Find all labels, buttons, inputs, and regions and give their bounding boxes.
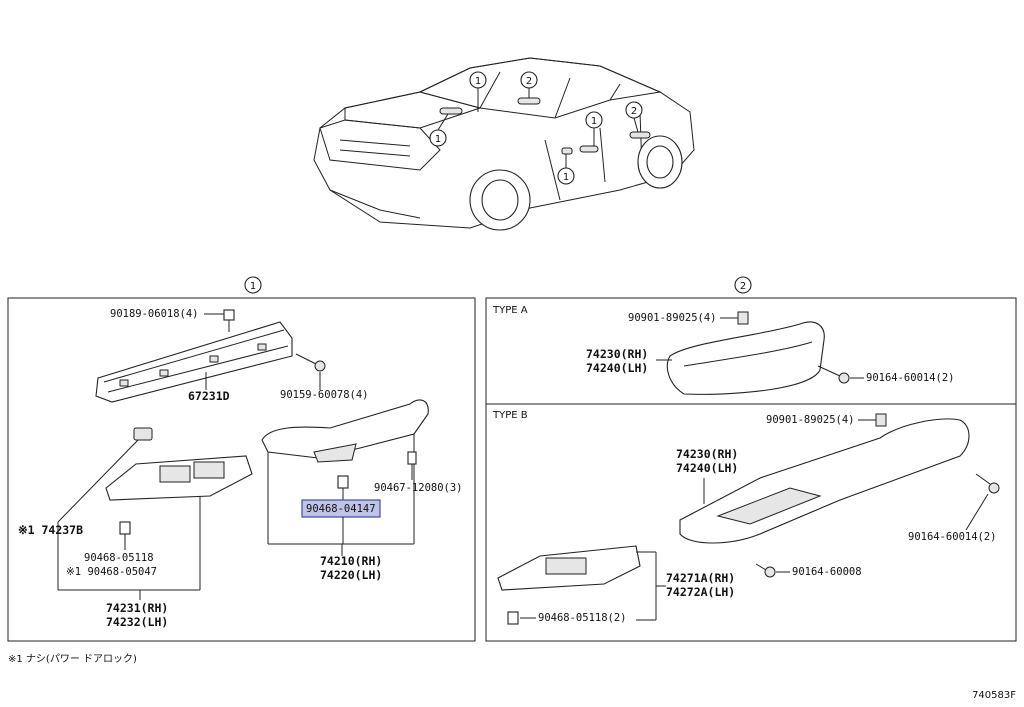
type-b-label-clip2: 90468-05118(2) [538, 612, 627, 624]
highlight-clip-icon [337, 475, 349, 489]
car-callout-2a: 2 [520, 71, 538, 98]
small-clip-icon [407, 451, 417, 465]
svg-text:1: 1 [475, 76, 481, 87]
svg-text:1: 1 [250, 281, 256, 292]
svg-text:1: 1 [435, 134, 441, 145]
car-callout-1d: 1 [557, 154, 575, 185]
diagram-id: 740583F [972, 690, 1016, 701]
car-callout-1b: 1 [429, 113, 449, 147]
label-screw-right: 90159-60078(4) [280, 389, 369, 401]
label-clip-a: 90468-05118 [84, 552, 154, 564]
type-a-label-rh: 74230(RH) [586, 347, 648, 361]
footnote: ※1 ナシ(パワー ドアロック) [8, 653, 137, 665]
section-callout-2: 2 [734, 276, 752, 294]
switch-base-part [105, 455, 253, 501]
svg-text:2: 2 [526, 76, 532, 87]
type-b-clip-icon [875, 413, 887, 427]
label-bracket: 67231D [188, 389, 230, 403]
type-b-label-base-rh: 74271A(RH) [666, 571, 735, 585]
type-b-label-rh: 74230(RH) [676, 447, 738, 461]
type-a-clip-icon [737, 311, 749, 325]
grip-handle-part [261, 399, 429, 463]
type-b-label-clip: 90901-89025(4) [766, 414, 855, 426]
type-b-clip2-icon [507, 611, 519, 625]
type-b-base-part [497, 545, 641, 591]
type-b-title: TYPE B [492, 410, 528, 421]
svg-text:90468-04147: 90468-04147 [306, 503, 376, 515]
car-callout-1a: 1 [469, 71, 487, 112]
clip-icon [119, 521, 131, 535]
type-b-label-screw2: 90164-60008 [792, 566, 862, 578]
type-b-label-lh: 74240(LH) [676, 461, 738, 475]
type-a-screw-icon [817, 365, 850, 384]
car-callout-2b: 2 [625, 101, 643, 133]
svg-text:1: 1 [563, 172, 569, 183]
svg-text:2: 2 [740, 281, 746, 292]
label-base-lh: 74232(LH) [106, 615, 168, 629]
type-a-title: TYPE A [492, 305, 528, 316]
car-illustration: 1 2 1 1 1 2 [313, 57, 695, 231]
type-b-label-screw: 90164-60014(2) [908, 531, 997, 543]
type-b-label-base-lh: 74272A(LH) [666, 585, 735, 599]
type-a-label-screw: 90164-60014(2) [866, 372, 955, 384]
type-a-handle-part [666, 321, 825, 395]
cap-icon [133, 427, 153, 441]
label-handle-rh: 74210(RH) [320, 554, 382, 568]
label-cap: ※1 74237B [18, 523, 83, 537]
car-callout-1c: 1 [585, 111, 603, 146]
section-2-frame [485, 297, 1017, 642]
label-bolt-top: 90189-06018(4) [110, 308, 199, 320]
svg-text:1: 1 [591, 116, 597, 127]
label-clip-b: ※1 90468-05047 [66, 566, 157, 578]
label-base-rh: 74231(RH) [106, 601, 168, 615]
type-a-label-lh: 74240(LH) [586, 361, 648, 375]
type-a-label-clip: 90901-89025(4) [628, 312, 717, 324]
section-callout-1: 1 [244, 276, 262, 294]
bracket-part [95, 321, 293, 403]
type-b-handle-part [679, 418, 970, 544]
highlight-part-number[interactable]: 90468-04147 [301, 499, 381, 518]
label-clip-small: 90467-12080(3) [374, 482, 463, 494]
bolt-icon [223, 309, 235, 332]
section-1-frame [7, 297, 476, 642]
type-b-screw2-icon [755, 563, 776, 578]
svg-text:2: 2 [631, 106, 637, 117]
screw-icon [295, 353, 326, 372]
type-b-screw-icon [975, 473, 1000, 494]
label-handle-lh: 74220(LH) [320, 568, 382, 582]
